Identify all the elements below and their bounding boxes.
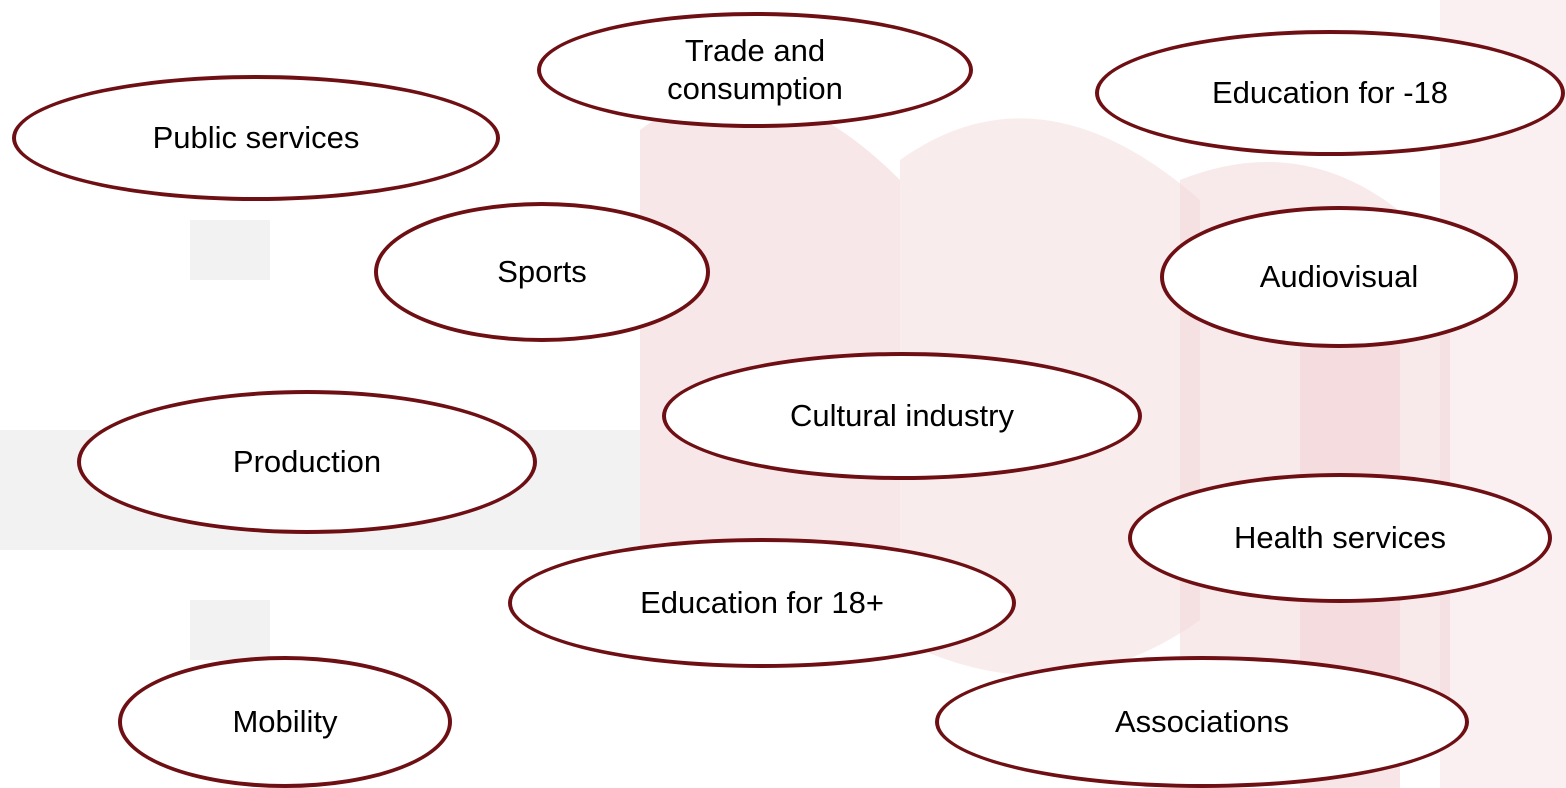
ellipse-education-18-plus: Education for 18+: [508, 538, 1016, 668]
ellipse-education-under-18: Education for -18: [1095, 30, 1565, 156]
ellipse-audiovisual: Audiovisual: [1160, 206, 1518, 348]
label-public-services: Public services: [152, 120, 360, 155]
label-associations: Associations: [1114, 704, 1290, 739]
ellipse-public-services: Public services: [12, 75, 500, 201]
ellipse-associations: Associations: [935, 656, 1469, 788]
label-education-18-plus: Education for 18+: [640, 585, 884, 620]
ellipse-trade-and-consumption: Trade and consumption: [537, 12, 973, 128]
label-mobility: Mobility: [232, 704, 338, 739]
ellipse-mobility: Mobility: [118, 656, 452, 788]
label-cultural-industry: Cultural industry: [790, 398, 1014, 433]
label-education-under-18: Education for -18: [1211, 75, 1449, 110]
ellipse-health-services: Health services: [1128, 473, 1552, 603]
ellipse-cultural-industry: Cultural industry: [662, 352, 1142, 480]
ellipse-sports: Sports: [374, 202, 710, 342]
label-audiovisual: Audiovisual: [1259, 259, 1419, 294]
label-health-services: Health services: [1234, 520, 1446, 555]
label-production: Production: [232, 444, 382, 479]
label-sports: Sports: [497, 254, 587, 289]
label-trade-and-consumption: Trade and consumption: [667, 33, 843, 106]
ellipse-production: Production: [77, 390, 537, 534]
